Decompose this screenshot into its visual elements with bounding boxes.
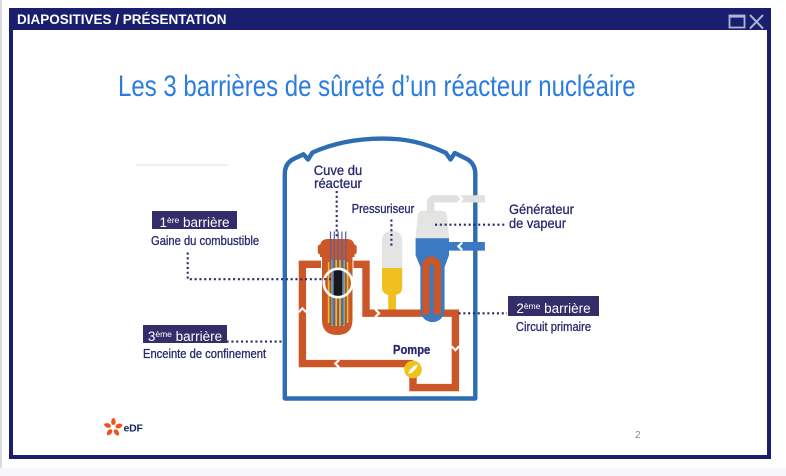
svg-text:eDF: eDF	[124, 423, 144, 435]
